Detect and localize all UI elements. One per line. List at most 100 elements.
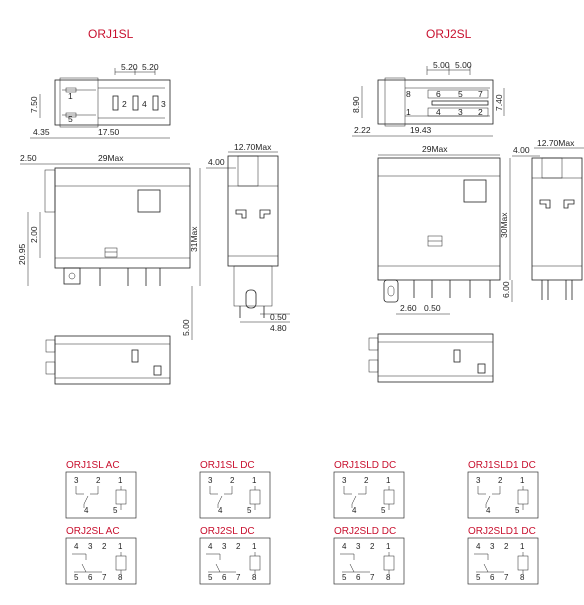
schematic-pin: 4	[84, 506, 89, 515]
schematic-pin: 3	[490, 542, 495, 551]
schematic-pin: 6	[88, 573, 93, 582]
contact-switch	[474, 553, 504, 573]
pin-label: 8	[406, 89, 411, 99]
relay-coil	[249, 555, 261, 571]
schematic-label: ORJ1SLD1 DC	[468, 460, 536, 471]
schematic-pin: 2	[504, 542, 509, 551]
schematic-pin: 5	[381, 506, 386, 515]
schematic-pin: 3	[222, 542, 227, 551]
relay-coil	[383, 489, 395, 505]
orj2sl-bottom-view	[368, 333, 494, 383]
schematic-pin: 2	[230, 476, 235, 485]
schematic-pin: 1	[118, 476, 123, 485]
contact-switch	[477, 486, 501, 508]
schematic-pin: 5	[208, 573, 213, 582]
contact-switch	[343, 486, 367, 508]
schematic-pin: 4	[208, 542, 213, 551]
pin-label: 2	[478, 107, 483, 117]
relay-coil	[249, 489, 261, 505]
pin-label: 5	[68, 114, 73, 124]
schematic-pin: 4	[476, 542, 481, 551]
schematic-pin: 5	[113, 506, 118, 515]
dim-text: 7.40	[494, 94, 504, 111]
pin-label: 3	[458, 107, 463, 117]
dim-text: 0.50	[424, 303, 441, 313]
title-orj2sl: ORJ2SL	[426, 27, 472, 41]
pin-label: 4	[142, 99, 147, 109]
schematic-frame	[333, 537, 405, 585]
schematic-label: ORJ1SLD DC	[334, 460, 396, 471]
orj2sl-front-view: 29Max 30Max 6.00 2.60 0.50	[377, 144, 513, 315]
orj2sl-top-view: 5.00 5.00 8 6 5 1 7 4 3 2 8.90 7.40 2.22…	[351, 60, 505, 137]
dim-text: 30Max	[499, 212, 509, 238]
schematic-pin: 3	[88, 542, 93, 551]
schematic-pin: 1	[386, 542, 391, 551]
schematic-label: ORJ2SL DC	[200, 526, 255, 537]
schematic-frame	[65, 471, 137, 519]
schematic-frame	[65, 537, 137, 585]
schematic-pin: 4	[352, 506, 357, 515]
dim-text: 2.50	[20, 153, 37, 163]
pin-label: 3	[161, 99, 166, 109]
schematic-pin: 3	[476, 476, 481, 485]
schematic-pin: 8	[520, 573, 525, 582]
dim-text: 2.22	[354, 125, 371, 135]
dim-text: 0.50	[270, 312, 287, 322]
dim-text: 4.80	[270, 323, 287, 333]
relay-coil	[115, 489, 127, 505]
schematic-pin: 7	[236, 573, 241, 582]
dim-text: 29Max	[422, 144, 448, 154]
dim-text: 12.70Max	[537, 138, 575, 148]
schematic-pin: 6	[222, 573, 227, 582]
schematic-pin: 2	[236, 542, 241, 551]
dim-text: 7.50	[29, 96, 39, 113]
orj1sl-bottom-view	[45, 335, 171, 385]
schematic-pin: 2	[370, 542, 375, 551]
schematic-frame	[467, 537, 539, 585]
schematic-frame	[199, 537, 271, 585]
schematic-pin: 4	[218, 506, 223, 515]
orj1sl-top-view: 1 2 4 5 3 5.20 5.20 7.50 4.35 17.50	[29, 62, 171, 139]
pin-label: 1	[406, 107, 411, 117]
schematic-label: ORJ2SLD DC	[334, 526, 396, 537]
schematic-pin: 5	[247, 506, 252, 515]
contact-switch	[206, 553, 236, 573]
relay-coil	[115, 555, 127, 571]
dim-text: 5.00	[455, 60, 472, 70]
pin-label: 6	[436, 89, 441, 99]
relay-coil	[517, 489, 529, 505]
dim-text: 19.43	[410, 125, 432, 135]
schematic-pin: 1	[252, 476, 257, 485]
schematic-pin: 5	[74, 573, 79, 582]
schematic-pin: 1	[520, 476, 525, 485]
schematic-label: ORJ2SLD1 DC	[468, 526, 536, 537]
schematic-pin: 2	[364, 476, 369, 485]
relay-coil	[517, 555, 529, 571]
schematic-pin: 7	[102, 573, 107, 582]
dim-text: 4.00	[208, 157, 225, 167]
schematic-pin: 1	[118, 542, 123, 551]
orj1sl-front-view: 2.50 29Max 20.95 2.00 31Max 5.00	[17, 153, 201, 340]
schematic-pin: 4	[342, 542, 347, 551]
schematic-label: ORJ1SL AC	[66, 460, 120, 471]
schematic-pin: 8	[252, 573, 257, 582]
schematic-pin: 7	[504, 573, 509, 582]
pin-label: 2	[122, 99, 127, 109]
pin-label: 4	[436, 107, 441, 117]
dim-text: 12.70Max	[234, 142, 272, 152]
schematic-pin: 6	[356, 573, 361, 582]
schematic-label: ORJ2SL AC	[66, 526, 120, 537]
pin-label: 7	[478, 89, 483, 99]
schematic-pin: 2	[498, 476, 503, 485]
dim-text: 4.35	[33, 127, 50, 137]
schematic-pin: 3	[342, 476, 347, 485]
dim-text: 5.20	[121, 62, 138, 72]
contact-switch	[72, 553, 102, 573]
schematic-frame	[333, 471, 405, 519]
dim-text: 4.00	[513, 145, 530, 155]
